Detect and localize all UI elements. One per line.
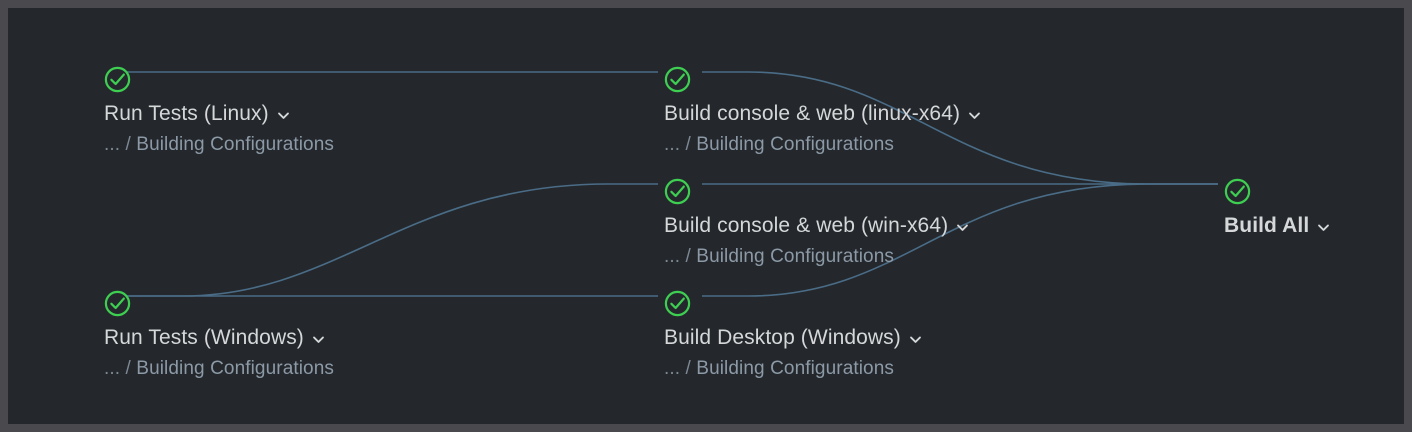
chevron-down-icon[interactable] bbox=[955, 220, 970, 235]
node-subtitle-label: Building Configurations bbox=[696, 134, 894, 155]
check-circle-icon bbox=[664, 178, 691, 205]
node-subtitle: ... / Building Configurations bbox=[664, 134, 894, 156]
node-title-label: Run Tests (Windows) bbox=[104, 326, 304, 349]
node-subtitle-prefix: ... bbox=[664, 358, 681, 379]
node-title-label: Run Tests (Linux) bbox=[104, 102, 269, 125]
chevron-down-icon[interactable] bbox=[967, 108, 982, 123]
node-subtitle-label: Building Configurations bbox=[696, 246, 894, 267]
pipeline-graph-canvas[interactable]: Run Tests (Linux) ... / Building Configu… bbox=[8, 8, 1404, 424]
edge-build-console-web-linux-x64-to-build-all bbox=[702, 71, 1218, 185]
node-subtitle-label: Building Configurations bbox=[136, 358, 334, 379]
node-subtitle: ... / Building Configurations bbox=[664, 358, 894, 380]
check-circle-icon bbox=[1224, 178, 1251, 205]
node-subtitle: ... / Building Configurations bbox=[104, 134, 334, 156]
node-subtitle-prefix: ... bbox=[664, 134, 681, 155]
node-title-label: Build console & web (win-x64) bbox=[664, 214, 949, 237]
node-title-label: Build All bbox=[1224, 214, 1310, 237]
node-subtitle-prefix: ... bbox=[664, 246, 681, 267]
node-title-row[interactable]: Build console & web (linux-x64) bbox=[664, 102, 982, 126]
node-subtitle-label: Building Configurations bbox=[136, 134, 334, 155]
chevron-down-icon[interactable] bbox=[1316, 220, 1331, 235]
check-circle-icon bbox=[104, 66, 131, 93]
node-title-label: Build console & web (linux-x64) bbox=[664, 102, 961, 125]
node-title-row[interactable]: Build All bbox=[1224, 214, 1331, 238]
node-title-row[interactable]: Run Tests (Windows) bbox=[104, 326, 326, 350]
node-subtitle-separator: / bbox=[125, 358, 137, 379]
node-subtitle-prefix: ... bbox=[104, 358, 121, 379]
edge-build-desktop-windows-to-build-all bbox=[702, 183, 1218, 297]
node-subtitle-separator: / bbox=[125, 134, 137, 155]
check-circle-icon bbox=[664, 290, 691, 317]
node-subtitle: ... / Building Configurations bbox=[104, 358, 334, 380]
node-subtitle-separator: / bbox=[685, 134, 697, 155]
node-subtitle-prefix: ... bbox=[104, 134, 121, 155]
node-title-label: Build Desktop (Windows) bbox=[664, 326, 901, 349]
edge-run-tests-windows-to-build-console-web-win-x64 bbox=[126, 183, 658, 297]
node-title-row[interactable]: Build Desktop (Windows) bbox=[664, 326, 923, 350]
check-circle-icon bbox=[104, 290, 131, 317]
chevron-down-icon[interactable] bbox=[908, 332, 923, 347]
chevron-down-icon[interactable] bbox=[276, 108, 291, 123]
node-subtitle: ... / Building Configurations bbox=[664, 246, 894, 268]
node-subtitle-separator: / bbox=[685, 358, 697, 379]
node-title-row[interactable]: Build console & web (win-x64) bbox=[664, 214, 970, 238]
node-subtitle-separator: / bbox=[685, 246, 697, 267]
node-title-row[interactable]: Run Tests (Linux) bbox=[104, 102, 291, 126]
check-circle-icon bbox=[664, 66, 691, 93]
node-subtitle-label: Building Configurations bbox=[696, 358, 894, 379]
chevron-down-icon[interactable] bbox=[311, 332, 326, 347]
